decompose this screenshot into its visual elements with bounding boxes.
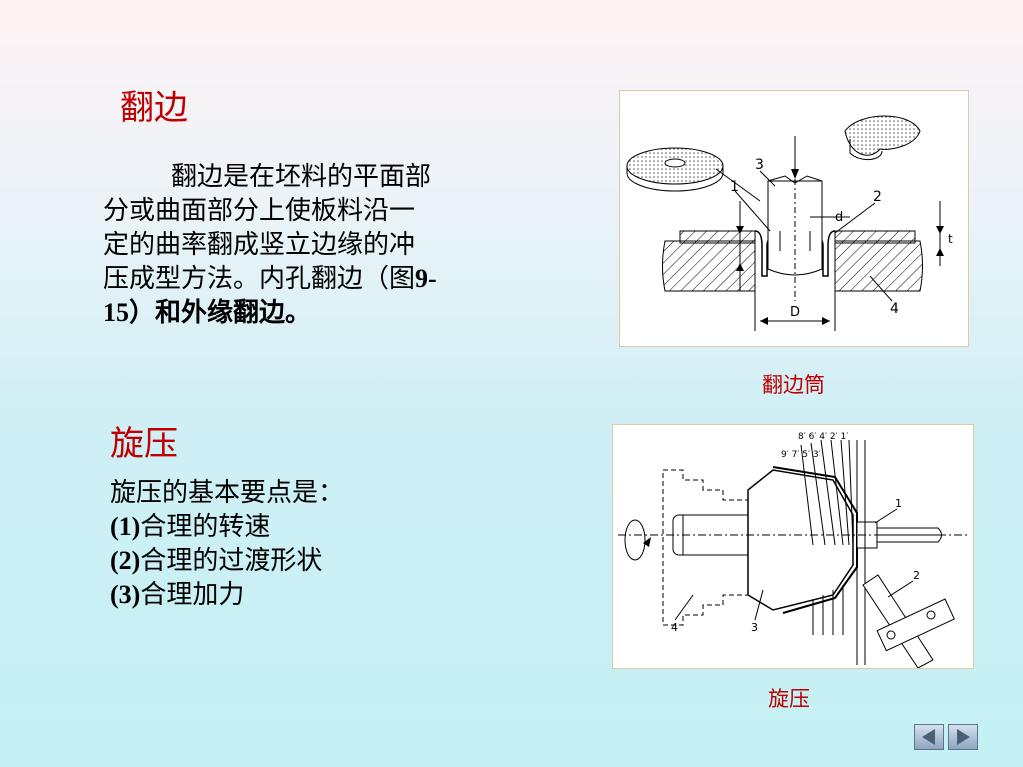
label-4: 4: [890, 301, 899, 317]
paragraph-line: 定的曲率翻成竖立边缘的冲: [103, 230, 416, 260]
label-4: 4: [671, 621, 678, 634]
spinning-points: 旋压的基本要点是： (1)合理的转速 (2)合理的过渡形状 (3)合理加力: [110, 476, 530, 612]
previous-slide-button[interactable]: [914, 724, 944, 750]
paragraph-line: 压成型方法。内孔翻边（图9-: [103, 264, 437, 294]
paragraph-line: 分或曲面部分上使板料沿一: [103, 196, 416, 226]
triangle-left-icon: [922, 729, 935, 745]
flanging-description: 翻边是在坯料的平面部 分或曲面部分上使板料沿一 定的曲率翻成竖立边缘的冲 压成型…: [103, 160, 543, 330]
blank-positions-row1: 8′ 6′ 4′ 2′ 1′: [798, 432, 848, 442]
dim-label-d: d: [835, 210, 843, 225]
figure-caption-flanging: 翻边筒: [762, 373, 825, 397]
label-1: 1: [895, 497, 902, 510]
list-item: (2)合理的过渡形状: [110, 546, 323, 576]
dim-label-D: D: [790, 305, 800, 320]
list-item: (3)合理加力: [110, 580, 245, 610]
list-item: (1)合理的转速: [110, 512, 271, 542]
flanging-diagram: D d t 1 3 2 4: [619, 90, 969, 347]
dim-label-t: t: [948, 232, 953, 246]
paragraph-line: 翻边是在坯料的平面部: [171, 162, 432, 192]
next-slide-button[interactable]: [948, 724, 978, 750]
spinning-intro: 旋压的基本要点是：: [110, 478, 345, 508]
label-2: 2: [873, 189, 882, 205]
label-3: 3: [755, 157, 764, 173]
label-3: 3: [751, 621, 758, 634]
blank-positions-row2: 9′ 7′ 5′ 3′: [781, 450, 821, 460]
triangle-right-icon: [957, 729, 970, 745]
figure-reference: 9-: [415, 264, 437, 293]
label-2: 2: [913, 569, 920, 582]
spinning-diagram: 8′ 6′ 4′ 2′ 1′ 9′ 7′ 5′ 3′ 1 2 3 4: [612, 424, 974, 669]
figure-caption-spinning: 旋压: [768, 687, 810, 711]
section-title-flanging: 翻边: [120, 88, 188, 128]
paragraph-line: 15）和外缘翻边。: [103, 298, 312, 327]
section-title-spinning: 旋压: [110, 424, 178, 464]
label-1: 1: [730, 179, 739, 195]
